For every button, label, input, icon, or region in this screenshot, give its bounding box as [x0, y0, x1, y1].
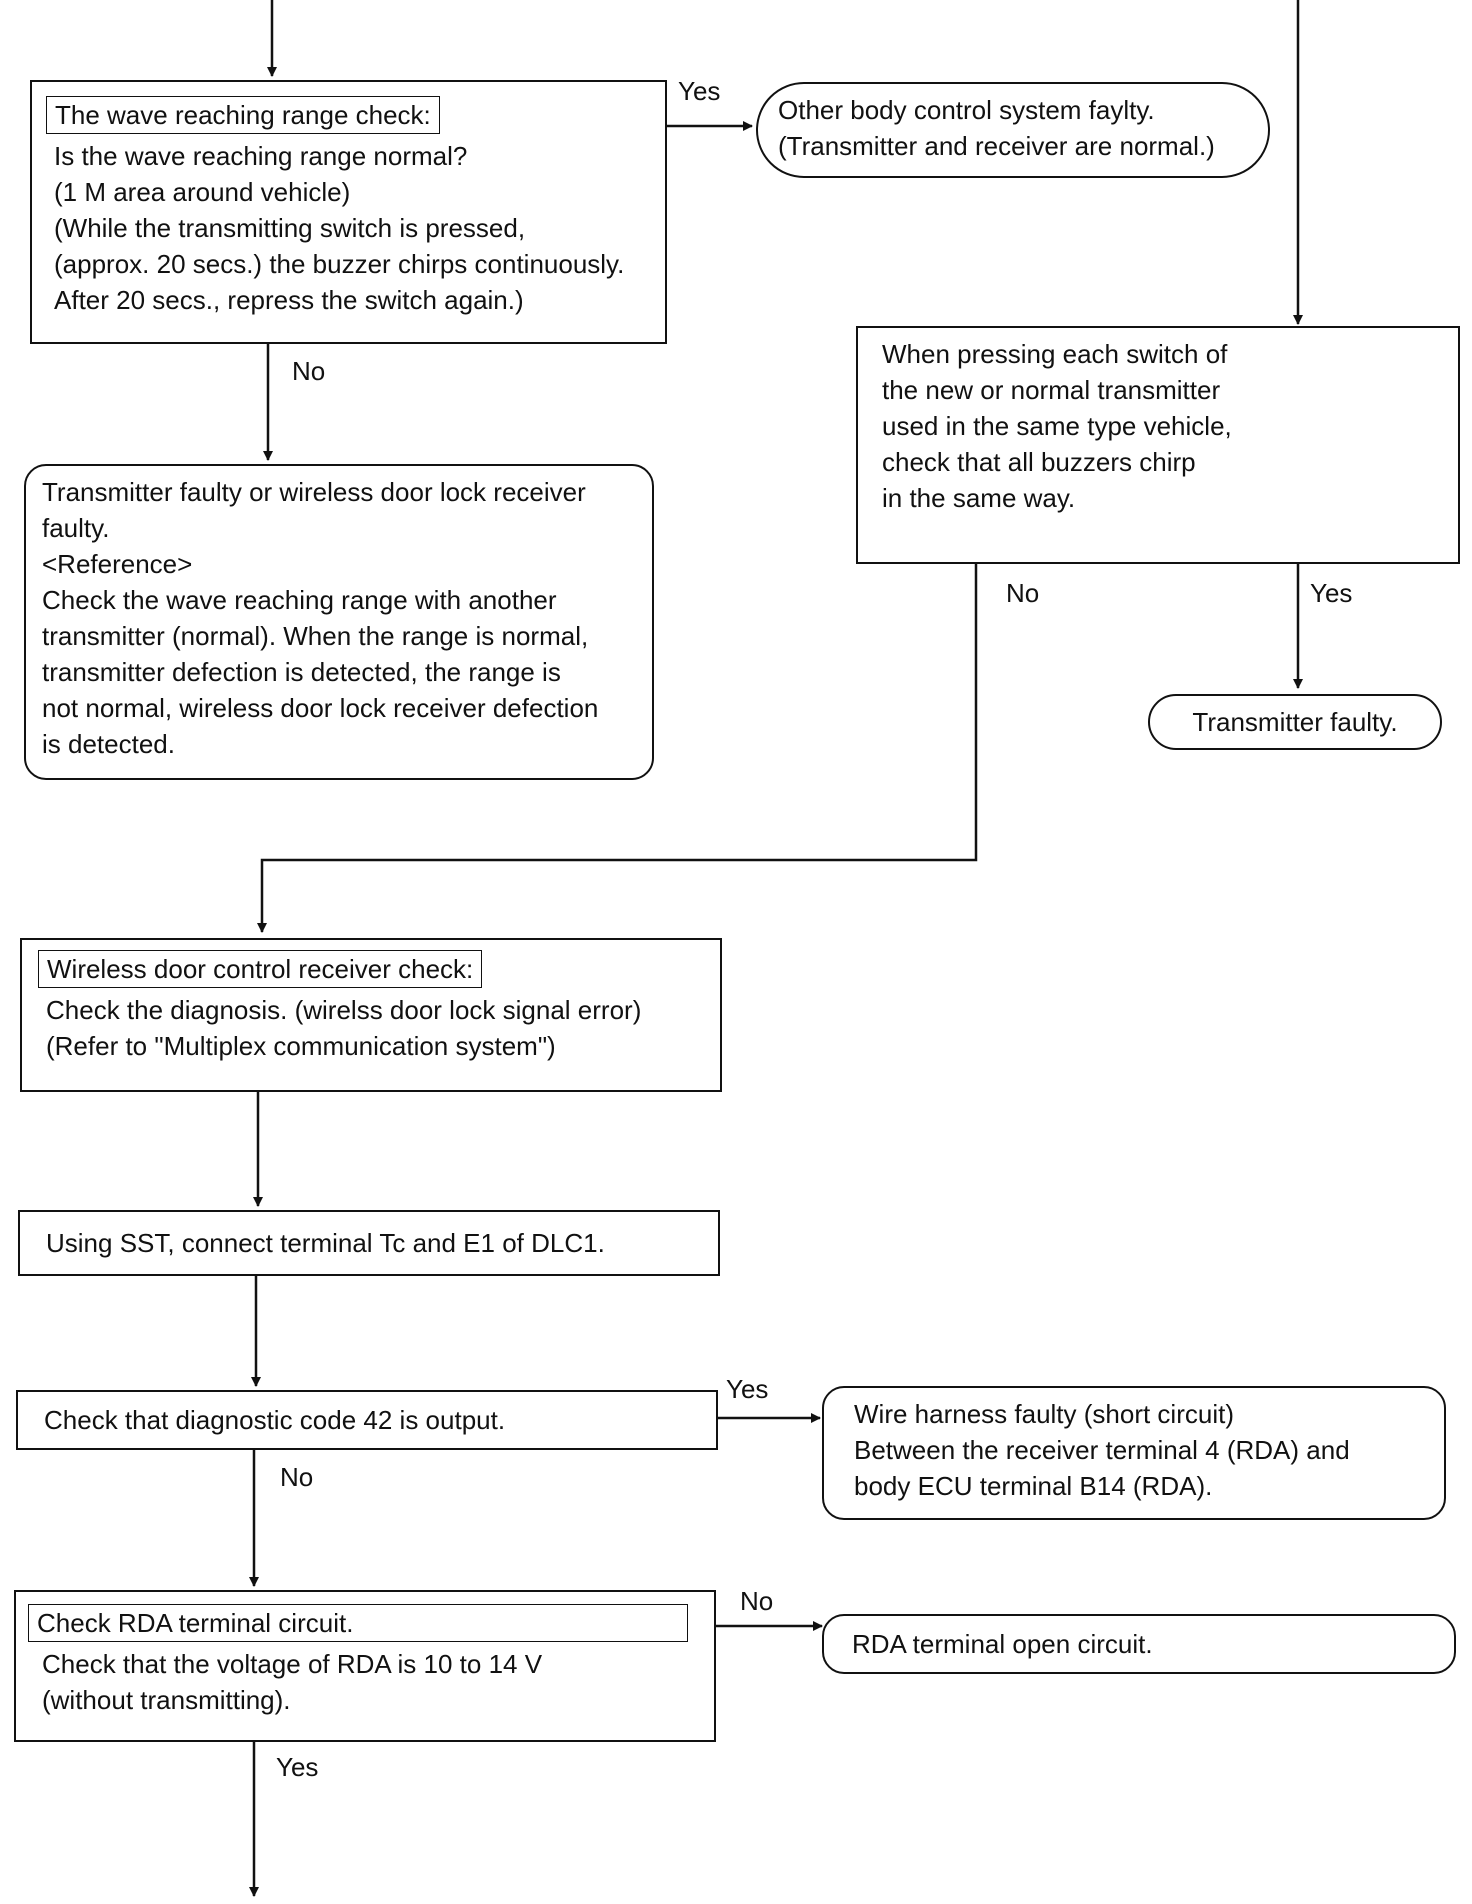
code42-text: Check that diagnostic code 42 is output. [44, 1405, 506, 1435]
reference-line: transmitter defection is detected, the r… [42, 657, 561, 687]
other-body-terminal: Other body control system faylty. (Trans… [756, 82, 1270, 178]
no-label: No [292, 356, 326, 386]
transmitter-faulty-text: Transmitter faulty. [1192, 707, 1398, 737]
receiver-check-heading: Wireless door control receiver check: [38, 950, 483, 988]
wave-check-heading: The wave reaching range check: [46, 96, 440, 134]
reference-line: not normal, wireless door lock receiver … [42, 693, 599, 723]
press-switch-line: check that all buzzers chirp [882, 447, 1196, 477]
no-label: No [740, 1586, 774, 1616]
yes-label: Yes [726, 1374, 769, 1404]
rda-check-box: Check RDA terminal circuit. Check that t… [14, 1590, 716, 1742]
wave-check-line: (While the transmitting switch is presse… [54, 213, 526, 243]
receiver-check-box: Wireless door control receiver check: Ch… [20, 938, 722, 1092]
sst-connect-text: Using SST, connect terminal Tc and E1 of… [46, 1228, 605, 1258]
harness-faulty-line: body ECU terminal B14 (RDA). [854, 1471, 1213, 1501]
rda-check-line: Check that the voltage of RDA is 10 to 1… [42, 1649, 543, 1679]
yes-label: Yes [1310, 578, 1353, 608]
yes-label: Yes [678, 76, 721, 106]
press-switch-box: When pressing each switch of the new or … [856, 326, 1460, 564]
sst-connect-box: Using SST, connect terminal Tc and E1 of… [18, 1210, 720, 1276]
transmitter-or-receiver-box: Transmitter faulty or wireless door lock… [24, 464, 654, 780]
rda-open-text: RDA terminal open circuit. [852, 1629, 1153, 1659]
wave-check-line: Is the wave reaching range normal? [54, 141, 468, 171]
arrow-press-no [257, 562, 978, 933]
press-switch-line: the new or normal transmitter [882, 375, 1221, 405]
wave-check-line: After 20 secs., repress the switch again… [54, 285, 524, 315]
no-label: No [1006, 578, 1040, 608]
press-switch-line: used in the same type vehicle, [882, 411, 1232, 441]
reference-line: faulty. [42, 513, 110, 543]
code42-box: Check that diagnostic code 42 is output. [16, 1390, 718, 1450]
wave-check-box: The wave reaching range check: Is the wa… [30, 80, 667, 344]
rda-check-heading: Check RDA terminal circuit. [28, 1604, 688, 1642]
other-body-line: (Transmitter and receiver are normal.) [778, 131, 1215, 161]
harness-faulty-line: Between the receiver terminal 4 (RDA) an… [854, 1435, 1350, 1465]
reference-line: transmitter (normal). When the range is … [42, 621, 589, 651]
rda-check-line: (without transmitting). [42, 1685, 291, 1715]
yes-label: Yes [276, 1752, 319, 1782]
harness-faulty-terminal: Wire harness faulty (short circuit) Betw… [822, 1386, 1446, 1520]
receiver-check-line: (Refer to "Multiplex communication syste… [46, 1031, 556, 1061]
press-switch-line: When pressing each switch of [882, 339, 1228, 369]
no-label: No [280, 1462, 314, 1492]
other-body-line: Other body control system faylty. [778, 95, 1155, 125]
reference-line: is detected. [42, 729, 175, 759]
harness-faulty-line: Wire harness faulty (short circuit) [854, 1399, 1234, 1429]
reference-line: <Reference> [42, 549, 193, 579]
receiver-check-line: Check the diagnosis. (wirelss door lock … [46, 995, 642, 1025]
reference-line: Check the wave reaching range with anoth… [42, 585, 557, 615]
wave-check-line: (approx. 20 secs.) the buzzer chirps con… [54, 249, 625, 279]
transmitter-faulty-terminal: Transmitter faulty. [1148, 694, 1442, 750]
press-switch-line: in the same way. [882, 483, 1076, 513]
reference-line: Transmitter faulty or wireless door lock… [42, 477, 586, 507]
wave-check-line: (1 M area around vehicle) [54, 177, 351, 207]
rda-open-terminal: RDA terminal open circuit. [822, 1614, 1456, 1674]
